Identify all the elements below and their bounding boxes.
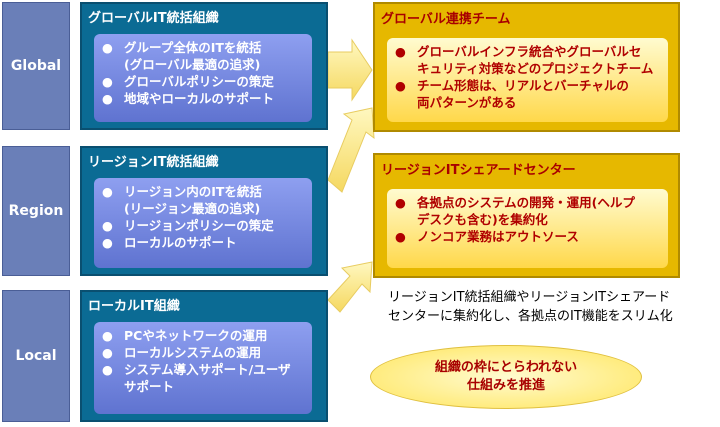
item-text: デスクも含む)を集約化 (417, 212, 548, 227)
item-text: リージョンポリシーの策定 (124, 218, 274, 233)
item-text: ノンコア業務はアウトソース (417, 229, 579, 244)
item-text: 両パターンがある (417, 95, 517, 110)
list-item: ● グローバルインフラ統合やグローバルセキュリティ対策などのプロジェクトチーム (395, 43, 660, 77)
org-items: ● PCやネットワークの運用 ● ローカルシステムの運用 ● システム導入サポート/ユーザ… (94, 322, 312, 414)
org-box: ローカルIT組織 ● PCやネットワークの運用 ● ローカルシステムの運用 ● システム導入… (80, 290, 328, 422)
list-item: ● 地域やローカルのサポート (102, 90, 304, 107)
item-text: キュリティ対策などのプロジェクトチーム (417, 61, 654, 76)
item-text: 地域やローカルのサポート (124, 91, 275, 106)
arrow-local (327, 261, 373, 313)
item-text: リージョン内のITを統括 (124, 184, 262, 199)
org-box: リージョンIT統括組織 ● リージョン内のITを統括 (リージョン最適の追求) ● リージ… (80, 146, 328, 276)
list-item: ● リージョン内のITを統括 (リージョン最適の追求) (102, 183, 304, 217)
bullet-icon: ● (102, 235, 113, 250)
bullet-icon: ● (395, 195, 406, 210)
item-text: システム導入サポート/ユーザ (124, 362, 291, 377)
promotion-ellipse: 組織の枠にとらわれない 仕組みを推進 (370, 345, 642, 409)
level-region: Region (2, 146, 70, 276)
ellipse-line: 仕組みを推進 (466, 378, 545, 393)
bullet-icon: ● (102, 74, 113, 89)
list-item: ● ノンコア業務はアウトソース (395, 228, 660, 245)
bullet-icon: ● (395, 78, 406, 93)
org-items: ● リージョン内のITを統括 (リージョン最適の追求) ● リージョンポリシーの策定 ● ロ… (94, 178, 312, 268)
item-text: PCやネットワークの運用 (124, 328, 268, 343)
item-text: ローカルのサポート (124, 235, 237, 250)
bullet-icon: ● (102, 345, 113, 360)
list-item: ● リージョンポリシーの策定 (102, 217, 304, 234)
org-title: ローカルIT組織 (88, 299, 180, 314)
bullet-icon: ● (102, 362, 113, 377)
list-item: ● PCやネットワークの運用 (102, 327, 304, 344)
ellipse-line: 組織の枠にとらわれない (434, 360, 578, 375)
list-item: ● ローカルのサポート (102, 234, 304, 251)
team-title: グローバル連携チーム (381, 12, 511, 27)
list-item: ● グループ全体のITを統括 (グローバル最適の追求) (102, 39, 304, 73)
bullet-icon: ● (102, 218, 113, 233)
list-item: ● チーム形態は、リアルとバーチャルの両パターンがある (395, 77, 660, 111)
list-item: ● 各拠点のシステムの開発・運用(ヘルプデスクも含む)を集約化 (395, 194, 660, 228)
bullet-icon: ● (395, 44, 406, 59)
item-text: サポート (124, 379, 175, 394)
team-items: ● 各拠点のシステムの開発・運用(ヘルプデスクも含む)を集約化 ● ノンコア業務はアウ… (387, 189, 668, 268)
bullet-icon: ● (102, 184, 113, 199)
arrow-global (327, 38, 373, 102)
team-box: グローバル連携チーム ● グローバルインフラ統合やグローバルセキュリティ対策などのプ… (373, 2, 680, 132)
item-text: チーム形態は、リアルとバーチャルの (417, 78, 629, 93)
org-title: リージョンIT統括組織 (88, 155, 219, 170)
team-items: ● グローバルインフラ統合やグローバルセキュリティ対策などのプロジェクトチーム ● チ… (387, 38, 668, 122)
team-box: リージョンITシェアードセンター ● 各拠点のシステムの開発・運用(ヘルプデスクも含… (373, 153, 680, 278)
level-local: Local (2, 290, 70, 422)
org-title: グローバルIT統括組織 (88, 11, 219, 26)
team-title: リージョンITシェアードセンター (381, 163, 576, 178)
org-box: グローバルIT統括組織 ● グループ全体のITを統括 (グローバル最適の追求) ● グロー… (80, 2, 328, 130)
list-item: ● ローカルシステムの運用 (102, 344, 304, 361)
item-text: ローカルシステムの運用 (124, 345, 262, 360)
list-item: ● システム導入サポート/ユーザサポート (102, 361, 304, 395)
item-text: 各拠点のシステムの開発・運用(ヘルプ (417, 195, 635, 210)
bullet-icon: ● (395, 229, 406, 244)
bullet-icon: ● (102, 91, 113, 106)
note-line: リージョンIT統括組織やリージョンITシェアード (388, 290, 671, 305)
arrow-region (327, 107, 375, 193)
level-global: Global (2, 2, 70, 130)
list-item: ● グローバルポリシーの策定 (102, 73, 304, 90)
note-line: センターに集約化し、各拠点のIT機能をスリム化 (388, 309, 673, 324)
bullet-icon: ● (102, 40, 113, 55)
item-text: グローバルインフラ統合やグローバルセ (417, 44, 642, 59)
item-text: (リージョン最適の追求) (124, 201, 261, 216)
item-text: グローバルポリシーの策定 (124, 74, 274, 89)
summary-note: リージョンIT統括組織やリージョンITシェアード センターに集約化し、各拠点のI… (388, 288, 718, 326)
bullet-icon: ● (102, 328, 113, 343)
item-text: (グローバル最適の追求) (124, 57, 261, 72)
org-items: ● グループ全体のITを統括 (グローバル最適の追求) ● グローバルポリシーの策定 ● 地… (94, 34, 312, 122)
item-text: グループ全体のITを統括 (124, 40, 262, 55)
